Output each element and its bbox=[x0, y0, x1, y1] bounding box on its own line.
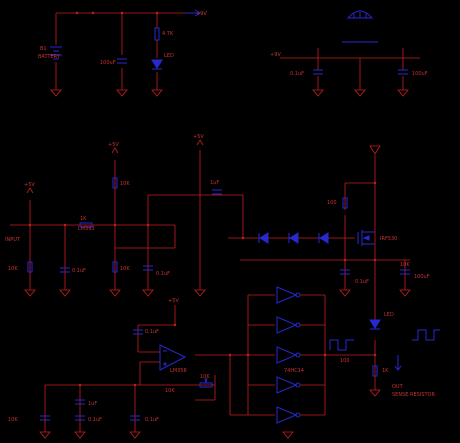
label-cap-mid: 0.1uF bbox=[355, 279, 369, 285]
inverter-gates bbox=[276, 286, 301, 424]
label-vcc-d: +5V bbox=[168, 298, 179, 304]
potentiometer-icon bbox=[199, 377, 213, 388]
label-r2: 10K bbox=[120, 181, 130, 187]
vcc-symbols bbox=[26, 139, 381, 194]
regulator-capacitors bbox=[313, 69, 408, 75]
output-led-icon bbox=[369, 319, 381, 330]
label-battery-value: BATTERY bbox=[38, 54, 61, 60]
diode-chain bbox=[258, 232, 329, 244]
label-reg-c2: 100uF bbox=[412, 71, 428, 77]
label-res-out: 100 bbox=[340, 358, 350, 364]
label-vcc-b: +5V bbox=[108, 142, 119, 148]
label-vcc-c: +5V bbox=[193, 134, 204, 140]
label-vplus-top: +9V bbox=[196, 11, 207, 17]
ground-symbols-top bbox=[50, 89, 409, 97]
label-out2: SENSE RESISTOR bbox=[392, 392, 435, 398]
label-cap-bot2: 1uF bbox=[88, 401, 97, 407]
battery-supply-section bbox=[55, 12, 200, 90]
label-reg-in: +9V bbox=[270, 52, 281, 58]
label-ic2: LM358 bbox=[170, 368, 187, 374]
battery-icon bbox=[50, 46, 62, 60]
capacitors-mid bbox=[60, 189, 410, 275]
supply-arrow-icon bbox=[185, 9, 201, 17]
regulator-ic-icon bbox=[342, 10, 378, 43]
sense-resistor-icon bbox=[372, 365, 378, 377]
label-pot: 10K bbox=[200, 374, 210, 380]
regulator-section bbox=[280, 48, 420, 90]
label-ic: LM393 bbox=[78, 226, 95, 232]
label-c3: 1uF bbox=[210, 180, 219, 186]
opamp-icon bbox=[159, 344, 187, 371]
capacitor-icon bbox=[117, 58, 127, 64]
resistor-icon bbox=[154, 27, 160, 41]
label-r3: 10K bbox=[120, 266, 130, 272]
label-battery-name: B1 bbox=[40, 46, 47, 52]
output-arrow-icon bbox=[394, 355, 402, 371]
label-vcc-a: +5V bbox=[24, 182, 35, 188]
label-led-top: LED bbox=[164, 53, 174, 59]
label-res-top: 4.7K bbox=[162, 31, 174, 37]
capacitors-bottom bbox=[40, 329, 143, 421]
label-switch-ic: 74HC14 bbox=[284, 368, 304, 374]
label-led-out: LED bbox=[384, 312, 394, 318]
comparator-section-wires bbox=[10, 150, 410, 390]
square-wave-icon bbox=[329, 329, 440, 351]
label-res-mid: 100 bbox=[327, 200, 337, 206]
label-out1: OUT bbox=[392, 384, 404, 390]
ground-symbols-mid bbox=[24, 289, 411, 397]
label-cap-top: 100uF bbox=[100, 60, 116, 66]
label-res-sense: 1K bbox=[382, 368, 389, 374]
label-res-bot1: 10K bbox=[8, 417, 18, 423]
label-c2: 0.1uF bbox=[156, 271, 170, 277]
label-cap-bot3: 0.1uF bbox=[145, 417, 159, 423]
label-c4: 0.1uF bbox=[145, 329, 159, 335]
label-c1: 0.1uF bbox=[72, 268, 86, 274]
ground-symbols-bottom bbox=[39, 431, 294, 439]
label-r-drain: 10K bbox=[400, 262, 410, 268]
bottom-section-wires bbox=[44, 294, 375, 432]
label-r-in: 1K bbox=[80, 216, 87, 222]
label-input: INPUT bbox=[5, 237, 21, 243]
label-cap-bot1: 0.1uF bbox=[88, 417, 102, 423]
resistors-mid bbox=[27, 177, 348, 273]
label-cap-mid2: 100uF bbox=[414, 274, 430, 280]
label-r4: 10K bbox=[165, 388, 175, 394]
label-r1: 10K bbox=[8, 266, 18, 272]
junction-dots bbox=[28, 181, 377, 387]
label-reg-c1: 0.1uF bbox=[290, 71, 304, 77]
mosfet-icon bbox=[357, 230, 375, 246]
led-icon bbox=[151, 59, 163, 70]
label-mosfet: IRF530 bbox=[380, 236, 397, 242]
